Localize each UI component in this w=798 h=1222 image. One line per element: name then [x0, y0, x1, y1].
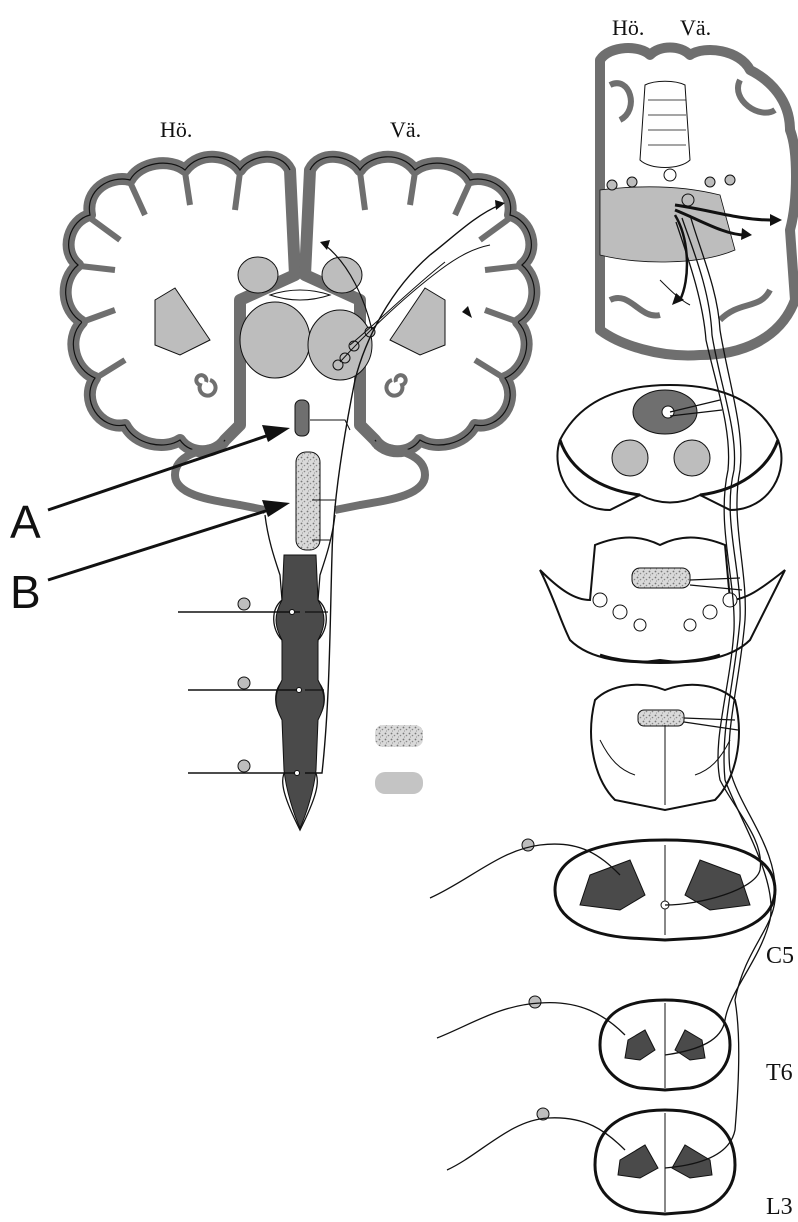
- nucleus-b: [296, 452, 320, 550]
- left-caudate: [238, 257, 278, 293]
- legend-solid-swatch: [375, 772, 423, 794]
- right-panel-left-hemisphere-label: Vä.: [680, 15, 711, 40]
- pointer-b-label: B: [10, 566, 41, 618]
- nucleus-a: [295, 400, 309, 436]
- level-t6-label: T6: [766, 1060, 793, 1086]
- legend-speckled-swatch: [375, 725, 423, 747]
- pointer-arrows: A B: [10, 425, 290, 618]
- legend: [375, 725, 423, 794]
- left-brain-section: Hö. Vä.: [66, 117, 535, 830]
- level-c5-label: C5: [766, 943, 794, 969]
- right-hemisphere-label: Vä.: [390, 117, 421, 142]
- pointer-a-label: A: [10, 496, 41, 548]
- right-panel-right-hemisphere-label: Hö.: [612, 15, 644, 40]
- level-l3-label: L3: [766, 1194, 793, 1220]
- left-thalamus: [240, 302, 310, 378]
- left-hemisphere-label: Hö.: [160, 117, 192, 142]
